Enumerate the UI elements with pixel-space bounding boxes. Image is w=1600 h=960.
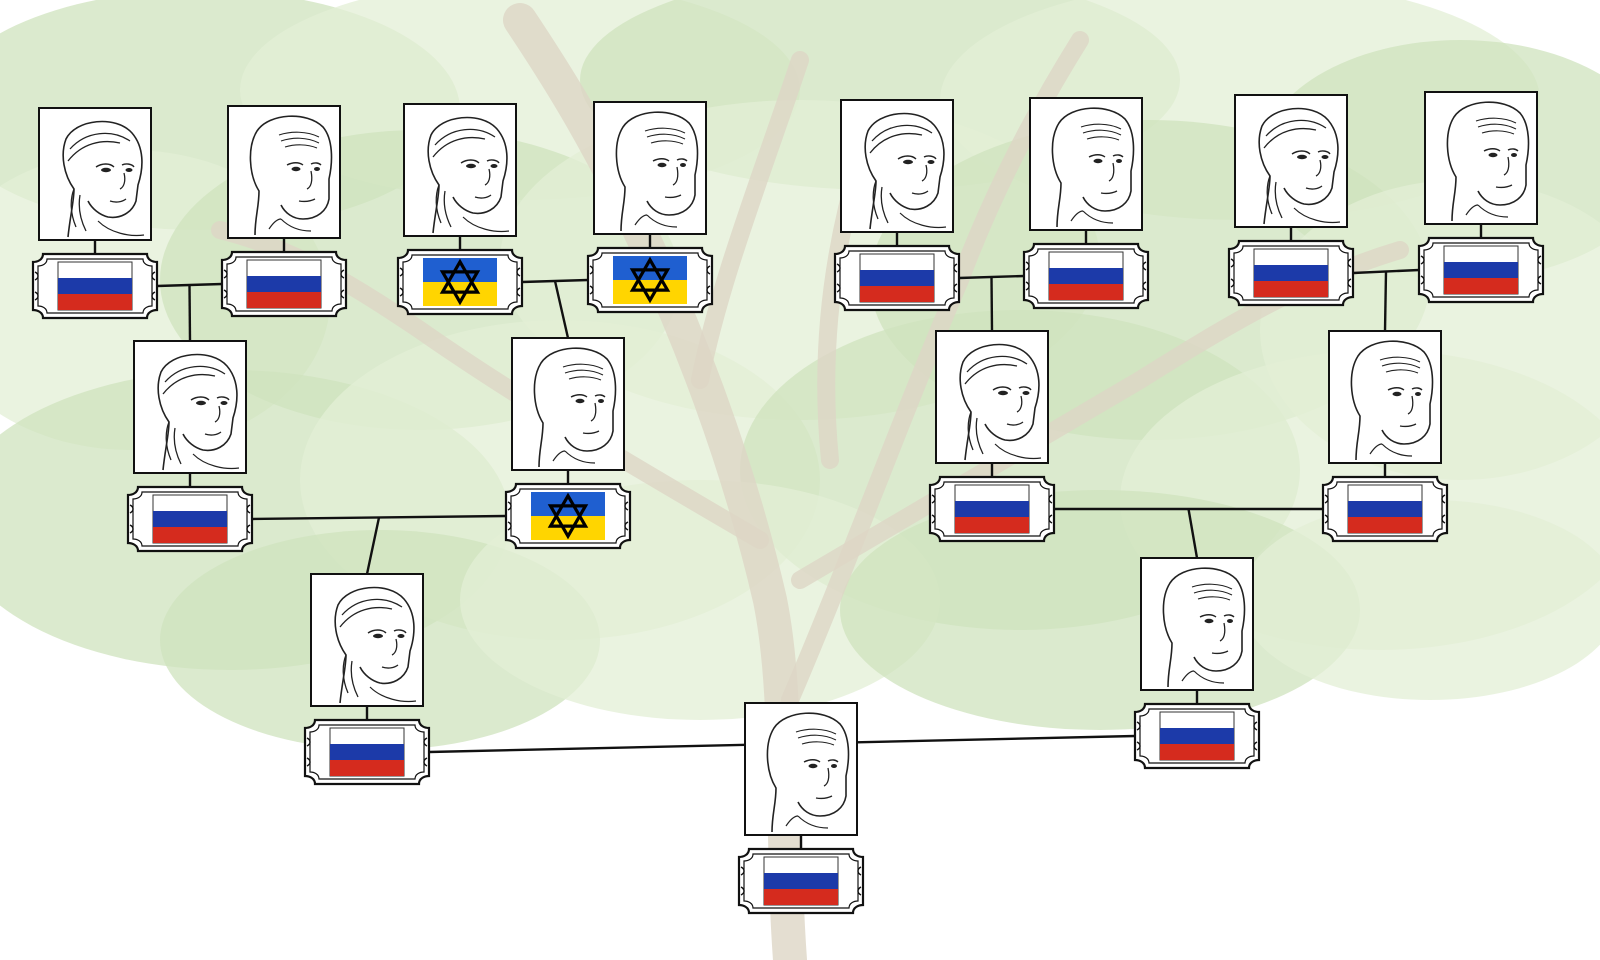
connector-line [553, 280, 570, 339]
russia-flag-icon [1417, 236, 1545, 304]
family-members [31, 91, 1545, 915]
man-face-icon [593, 101, 707, 235]
woman-face-icon [403, 103, 517, 237]
family-member-g4-7 [1227, 94, 1355, 307]
connector-line [188, 284, 192, 342]
man-face-icon [511, 337, 625, 471]
woman-face-icon [840, 99, 954, 233]
russia-flag-icon [737, 847, 865, 915]
family-member-g4-6 [1022, 97, 1150, 310]
connector-line [1187, 508, 1199, 559]
family-member-g4-3 [396, 103, 524, 316]
woman-face-icon [133, 340, 247, 474]
family-member-g3-4 [1321, 330, 1449, 543]
woman-face-icon [1234, 94, 1348, 228]
man-face-icon [1424, 91, 1538, 225]
family-member-g2-1 [303, 573, 431, 786]
man-face-icon [744, 702, 858, 836]
man-face-icon [1328, 330, 1442, 464]
family-member-g2-2 [1133, 557, 1261, 770]
russia-flag-icon [833, 244, 961, 312]
russia-flag-icon [1022, 242, 1150, 310]
man-face-icon [1029, 97, 1143, 231]
family-member-g3-3 [928, 330, 1056, 543]
russia-flag-icon [928, 475, 1056, 543]
woman-face-icon [935, 330, 1049, 464]
foliage-blob [1240, 500, 1600, 700]
ukraine-star-of-david-flag-icon [586, 246, 714, 314]
woman-face-icon [310, 573, 424, 707]
connector-line [990, 276, 994, 332]
family-member-g4-4 [586, 101, 714, 314]
family-member-g4-1 [31, 107, 159, 320]
russia-flag-icon [303, 718, 431, 786]
family-member-g4-8 [1417, 91, 1545, 304]
connector-line [365, 517, 381, 575]
russia-flag-icon [126, 485, 254, 553]
family-member-g4-5 [833, 99, 961, 312]
family-member-g3-2 [504, 337, 632, 550]
russia-flag-icon [1321, 475, 1449, 543]
family-member-g4-2 [220, 105, 348, 318]
russia-flag-icon [220, 250, 348, 318]
man-face-icon [227, 105, 341, 239]
woman-face-icon [38, 107, 152, 241]
russia-flag-icon [1227, 239, 1355, 307]
russia-flag-icon [31, 252, 159, 320]
family-member-g3-1 [126, 340, 254, 553]
connector-line [1383, 271, 1388, 332]
russia-flag-icon [1133, 702, 1261, 770]
family-member-g1-1 [737, 702, 865, 915]
man-face-icon [1140, 557, 1254, 691]
ukraine-star-of-david-flag-icon [396, 248, 524, 316]
ukraine-star-of-david-flag-icon [504, 482, 632, 550]
tree-branch [691, 51, 809, 389]
